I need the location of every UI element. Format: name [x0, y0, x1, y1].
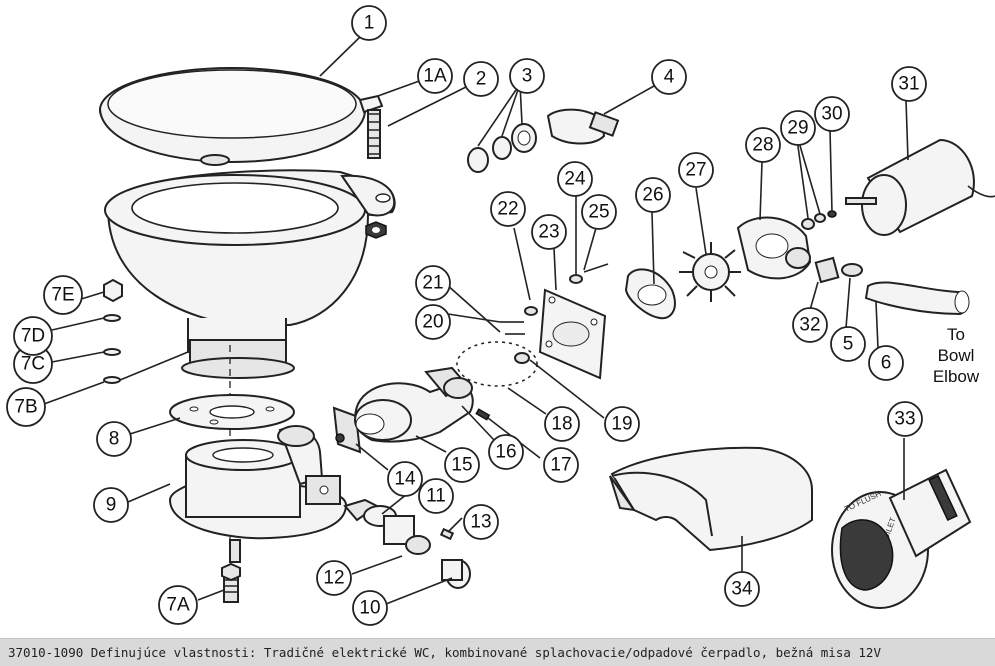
- elbow-fittings: [467, 108, 620, 173]
- callout-17: 17: [543, 447, 579, 483]
- callout-29: 29: [780, 110, 816, 146]
- svg-text:15: 15: [451, 455, 472, 476]
- svg-text:33: 33: [894, 409, 915, 430]
- svg-text:1: 1: [364, 13, 375, 34]
- callout-4: 4: [651, 59, 687, 95]
- svg-text:14: 14: [394, 469, 416, 490]
- svg-text:20: 20: [422, 312, 443, 333]
- flange-gasket: [169, 394, 295, 430]
- callout-3: 3: [509, 58, 545, 94]
- svg-text:25: 25: [588, 202, 609, 223]
- svg-text:7C: 7C: [21, 354, 45, 375]
- callout-13: 13: [463, 504, 499, 540]
- motor: [845, 138, 995, 236]
- svg-text:24: 24: [564, 169, 586, 190]
- svg-text:18: 18: [551, 414, 572, 435]
- svg-text:Elbow: Elbow: [933, 367, 980, 386]
- callout-32: 32: [792, 307, 828, 343]
- svg-text:7D: 7D: [21, 326, 45, 347]
- callout-27: 27: [678, 152, 714, 188]
- callout-25: 25: [581, 194, 617, 230]
- svg-text:2: 2: [476, 69, 487, 90]
- callout-7A: 7A: [158, 585, 198, 625]
- callout-2: 2: [463, 61, 499, 97]
- to-bowl-elbow-note: To Bowl Elbow: [933, 325, 980, 386]
- callout-31: 31: [891, 66, 927, 102]
- svg-text:12: 12: [323, 568, 344, 589]
- callout-34: 34: [724, 571, 760, 607]
- callout-30: 30: [814, 96, 850, 132]
- callout-18: 18: [544, 406, 580, 442]
- svg-text:Bowl: Bowl: [938, 346, 975, 365]
- callout-16: 16: [488, 434, 524, 470]
- svg-text:21: 21: [422, 273, 443, 294]
- callout-10: 10: [352, 590, 388, 626]
- svg-text:23: 23: [538, 222, 559, 243]
- callout-19: 19: [604, 406, 640, 442]
- svg-text:5: 5: [843, 334, 854, 355]
- svg-text:To: To: [947, 325, 965, 344]
- callout-1: 1: [351, 5, 387, 41]
- callout-12: 12: [316, 560, 352, 596]
- motor-cover: [609, 446, 813, 552]
- svg-text:31: 31: [898, 74, 919, 95]
- product-caption: 37010-1090 Definujúce vlastnosti: Tradič…: [8, 645, 881, 660]
- svg-text:7B: 7B: [14, 397, 37, 418]
- callout-24: 24: [557, 161, 593, 197]
- svg-text:3: 3: [522, 66, 533, 87]
- svg-text:10: 10: [359, 598, 380, 619]
- toilet-bowl: [104, 169, 396, 379]
- pump-cover-plate: [500, 263, 609, 380]
- svg-text:4: 4: [664, 67, 675, 88]
- svg-text:13: 13: [470, 512, 491, 533]
- svg-text:16: 16: [495, 442, 516, 463]
- callout-9: 9: [93, 487, 129, 523]
- flush-switch: TO FLUSH ELECTRIC TOILET: [831, 468, 972, 609]
- svg-text:17: 17: [550, 455, 571, 476]
- svg-text:26: 26: [642, 185, 663, 206]
- svg-text:30: 30: [821, 104, 842, 125]
- callout-20: 20: [415, 304, 451, 340]
- callout-11: 11: [418, 478, 454, 514]
- pump-housing: [354, 341, 538, 443]
- toilet-lid: [99, 67, 384, 166]
- pump-gasket: [624, 268, 676, 320]
- svg-text:1A: 1A: [423, 66, 447, 87]
- callout-5: 5: [830, 326, 866, 362]
- callout-26: 26: [635, 177, 671, 213]
- svg-text:27: 27: [685, 160, 706, 181]
- callout-6: 6: [868, 345, 904, 381]
- callout-28: 28: [745, 127, 781, 163]
- svg-text:7E: 7E: [51, 285, 74, 306]
- svg-text:19: 19: [611, 414, 632, 435]
- caption-bar: 37010-1090 Definujúce vlastnosti: Tradič…: [0, 638, 995, 666]
- svg-text:6: 6: [881, 353, 892, 374]
- svg-text:9: 9: [106, 495, 117, 516]
- callout-15: 15: [444, 447, 480, 483]
- callout-7E: 7E: [43, 275, 83, 315]
- svg-text:7A: 7A: [166, 595, 190, 616]
- callout-23: 23: [531, 214, 567, 250]
- svg-text:8: 8: [109, 429, 120, 450]
- svg-text:29: 29: [787, 118, 808, 139]
- callout-8: 8: [96, 421, 132, 457]
- svg-text:22: 22: [497, 199, 518, 220]
- discharge-hose: [864, 281, 970, 316]
- leader-lines: [43, 36, 909, 605]
- svg-text:34: 34: [731, 579, 753, 600]
- svg-text:32: 32: [799, 315, 820, 336]
- pump-valve-parts: [332, 406, 471, 589]
- exploded-parts-diagram: TO FLUSH ELECTRIC TOILET: [6, 5, 995, 626]
- callout-33: 33: [887, 401, 923, 437]
- impeller: [679, 242, 741, 302]
- svg-text:11: 11: [426, 486, 446, 507]
- callout-7B: 7B: [6, 387, 46, 427]
- callout-21: 21: [415, 265, 451, 301]
- callout-14: 14: [387, 461, 423, 497]
- callout-7D: 7D: [13, 316, 53, 356]
- motor-adaptor: [736, 210, 863, 284]
- callout-22: 22: [490, 191, 526, 227]
- svg-text:28: 28: [752, 135, 773, 156]
- callout-1A: 1A: [417, 58, 453, 94]
